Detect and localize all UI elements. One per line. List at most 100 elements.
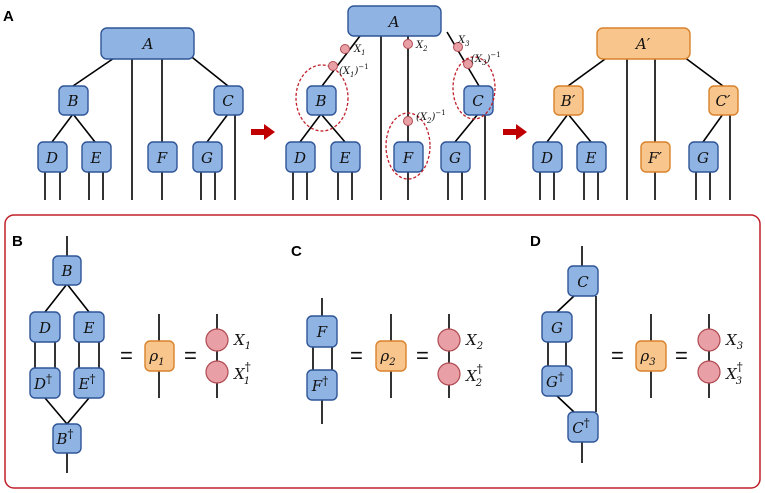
panel-c-label: C bbox=[291, 243, 302, 260]
panel-a-label: A bbox=[3, 8, 14, 25]
x2-dagger-label: X†2 bbox=[465, 362, 483, 389]
equals-sign: = bbox=[120, 343, 133, 368]
arrow-right-icon bbox=[251, 124, 275, 140]
node-f-dagger-label: F† bbox=[311, 374, 328, 395]
node-b-dagger bbox=[52, 423, 82, 454]
node-d-label: D bbox=[38, 319, 51, 337]
tree-1-nodes: A B C D E F G bbox=[37, 27, 244, 173]
x1-dagger-label: X†1 bbox=[233, 360, 251, 387]
x3-label: X3 bbox=[725, 331, 743, 352]
node-f-prime bbox=[640, 141, 671, 173]
tree-3-nodes: A′ B′ C′ D E F′ G bbox=[532, 27, 739, 173]
node-f-label: F bbox=[316, 323, 328, 341]
node-a-prime bbox=[596, 27, 691, 60]
equals-sign: = bbox=[675, 343, 688, 368]
dashed-ellipse-f bbox=[385, 112, 431, 180]
node-d-label: D bbox=[540, 149, 553, 167]
node-b bbox=[306, 85, 337, 116]
node-c bbox=[567, 265, 599, 297]
dashed-ellipse-b bbox=[295, 64, 349, 132]
tree-3 bbox=[539, 53, 731, 200]
diagram-c: F F† = ρ2 = X2 X†2 bbox=[306, 298, 483, 424]
node-e-label: E bbox=[90, 149, 102, 167]
rho-3-label: ρ3 bbox=[639, 347, 655, 368]
node-f-prime-label: F′ bbox=[647, 149, 662, 167]
node-e bbox=[576, 141, 607, 173]
rho-3-box bbox=[635, 340, 667, 372]
x3-dagger-circle bbox=[697, 360, 721, 384]
rho-1-box bbox=[144, 340, 175, 372]
node-b bbox=[58, 85, 89, 116]
label-x1-inverse: (X1)−1 bbox=[339, 63, 369, 79]
equals-sign: = bbox=[350, 343, 363, 368]
x2-label: X2 bbox=[465, 331, 483, 352]
node-b-label: B bbox=[66, 92, 78, 110]
x2-circle bbox=[437, 328, 461, 352]
rho-1-label: ρ1 bbox=[148, 347, 164, 368]
node-e-label: E bbox=[585, 149, 597, 167]
node-e-dagger bbox=[73, 367, 105, 399]
diagram-b: B D E D† E† B† = ρ1 = X1 X†1 bbox=[29, 236, 251, 473]
tree-1 bbox=[44, 53, 236, 200]
node-c bbox=[213, 85, 244, 116]
label-x3-inverse: (X3)−1 bbox=[471, 51, 501, 67]
x3-circle bbox=[697, 328, 721, 352]
node-g-label: G bbox=[551, 319, 563, 337]
diagram-d: C G G† C† = ρ3 = X3 X†3 bbox=[541, 246, 743, 463]
node-d bbox=[37, 141, 68, 173]
node-c-label: C bbox=[472, 92, 484, 110]
node-g bbox=[440, 141, 471, 173]
node-a bbox=[100, 27, 195, 60]
x2-dagger-circle bbox=[437, 362, 461, 386]
node-e bbox=[330, 141, 361, 173]
node-f-label: F bbox=[156, 149, 168, 167]
rho-2-label: ρ2 bbox=[379, 347, 395, 368]
node-c-prime bbox=[708, 85, 739, 116]
x1-circle bbox=[205, 328, 229, 352]
node-d-dagger bbox=[29, 367, 61, 399]
node-g bbox=[688, 141, 719, 173]
node-d-label: D bbox=[45, 149, 58, 167]
x1-label: X1 bbox=[233, 331, 251, 352]
node-b bbox=[52, 255, 82, 286]
node-a bbox=[347, 5, 442, 37]
node-e-dagger-label: E† bbox=[78, 372, 96, 393]
node-g-dagger-label: G† bbox=[546, 370, 564, 391]
x1-dagger-circle bbox=[205, 360, 229, 384]
node-g-dagger bbox=[541, 365, 573, 397]
node-g-label: G bbox=[697, 149, 709, 167]
node-b-prime-label: B′ bbox=[560, 92, 576, 110]
node-d-label: D bbox=[293, 149, 306, 167]
tree-2-nodes: A B C D E F G X1 (X1)−1 X2 (X2)−1 X3 (X3… bbox=[285, 5, 501, 180]
node-b-label: B bbox=[314, 92, 326, 110]
node-g bbox=[192, 141, 223, 173]
node-a-label: A bbox=[387, 13, 400, 31]
label-x1: X1 bbox=[353, 44, 366, 57]
panel-b-label: B bbox=[12, 233, 23, 250]
node-c-dagger bbox=[567, 411, 599, 443]
node-b-dagger-label: B† bbox=[55, 427, 73, 448]
node-d-dagger-label: D† bbox=[33, 372, 52, 393]
gauge-x3-inverse-circle bbox=[463, 59, 473, 69]
node-g-label: G bbox=[449, 149, 461, 167]
node-c-label: C bbox=[577, 273, 589, 291]
node-f bbox=[147, 141, 178, 173]
rho-2-box bbox=[375, 340, 407, 372]
node-c-label: C bbox=[222, 92, 234, 110]
arrow-right-icon bbox=[503, 124, 527, 140]
equals-sign: = bbox=[416, 343, 429, 368]
node-f bbox=[306, 315, 338, 348]
gauge-x1-circle bbox=[340, 44, 350, 54]
node-d bbox=[285, 141, 316, 173]
node-e-label: E bbox=[83, 319, 95, 337]
node-f-label: F bbox=[402, 149, 414, 167]
node-g-label: G bbox=[201, 149, 213, 167]
node-d bbox=[29, 311, 61, 343]
gauge-x2-inverse-circle bbox=[403, 116, 413, 126]
equals-sign: = bbox=[611, 343, 624, 368]
equals-sign: = bbox=[184, 343, 197, 368]
tree-2 bbox=[292, 31, 486, 200]
bottom-panel-frame bbox=[4, 214, 761, 489]
node-d bbox=[532, 141, 563, 173]
